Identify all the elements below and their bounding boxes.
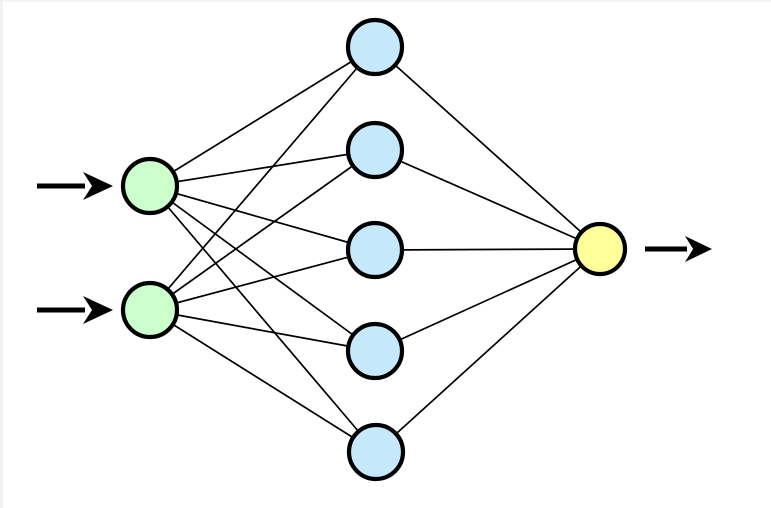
input-arrow-2 xyxy=(37,296,113,324)
edges-group xyxy=(149,46,601,453)
edge-i1-h4 xyxy=(149,185,376,352)
input-arrow-2-head xyxy=(83,296,113,324)
node-h2[interactable] xyxy=(345,120,405,180)
node-h3[interactable] xyxy=(345,220,405,280)
edge-i2-h4 xyxy=(149,309,376,352)
node-h5[interactable] xyxy=(346,422,406,482)
edge-h3-o1 xyxy=(374,248,601,251)
output-arrow-1-head xyxy=(685,236,712,262)
edge-i1-h3 xyxy=(149,185,376,251)
edge-i1-h1 xyxy=(149,46,376,187)
nodes-group xyxy=(120,17,628,482)
edge-i1-h2 xyxy=(149,149,376,187)
input-arrow-1 xyxy=(37,172,113,200)
edge-h2-o1 xyxy=(374,149,601,250)
edge-i2-h2 xyxy=(149,149,376,311)
output-arrow-1 xyxy=(645,236,712,262)
edge-h4-o1 xyxy=(374,248,601,352)
input-arrow-1-head xyxy=(83,172,113,200)
layer-input xyxy=(120,156,180,340)
edge-h1-o1 xyxy=(374,46,601,250)
node-i2[interactable] xyxy=(120,280,180,340)
node-h1[interactable] xyxy=(345,17,405,77)
edge-i1-h5 xyxy=(149,185,377,453)
edge-i2-h3 xyxy=(149,249,376,311)
edge-i2-h1 xyxy=(149,46,376,311)
node-o1[interactable] xyxy=(572,221,628,277)
arrows-group xyxy=(37,172,712,324)
node-i1[interactable] xyxy=(120,156,180,216)
edge-i2-h5 xyxy=(149,309,377,453)
layer-hidden xyxy=(345,17,406,482)
edge-h5-o1 xyxy=(375,248,601,453)
node-h4[interactable] xyxy=(345,321,405,381)
layer-output xyxy=(572,221,628,277)
